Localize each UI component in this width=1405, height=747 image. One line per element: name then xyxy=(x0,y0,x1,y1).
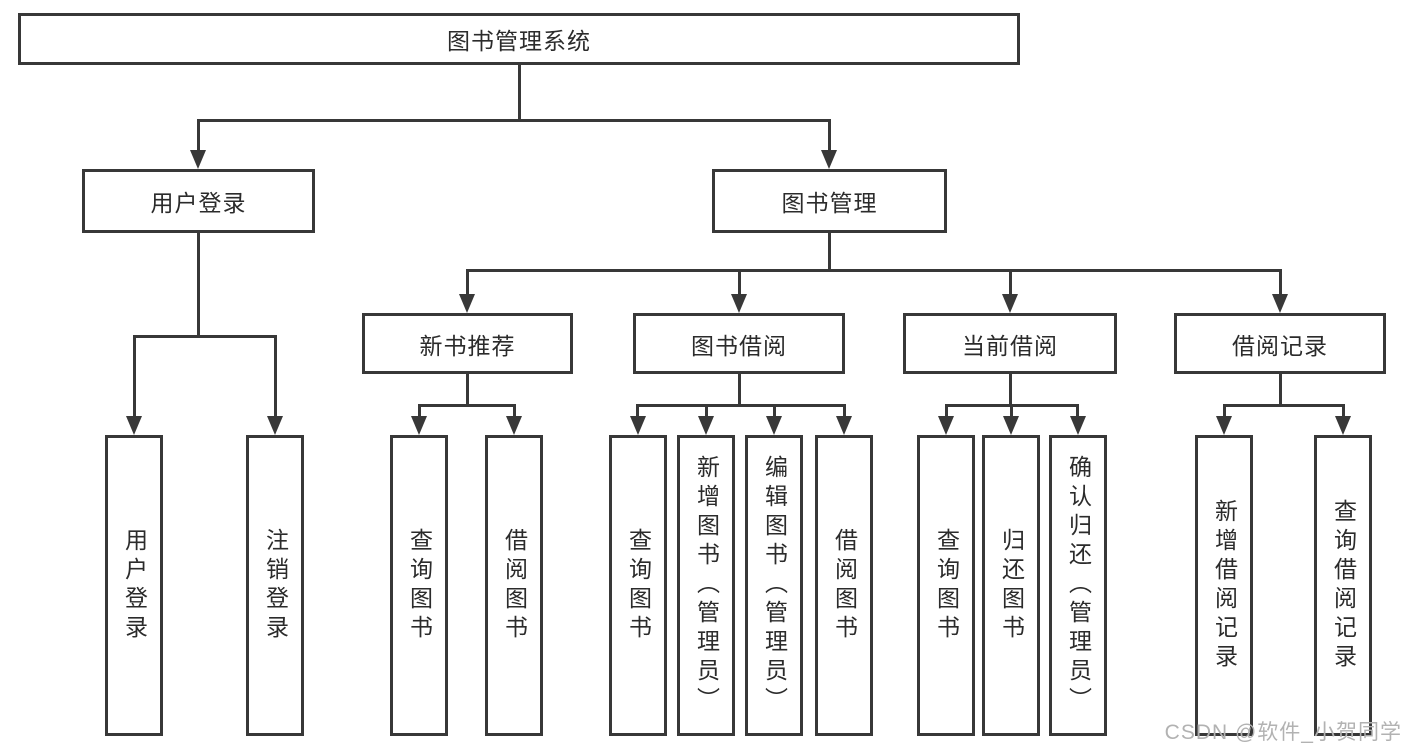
connector-root-stem xyxy=(518,65,521,119)
arrow-down-icon xyxy=(821,150,837,169)
arrow-down-icon xyxy=(731,294,747,313)
arrow-down-icon xyxy=(1002,294,1018,313)
leaf-user-login: 用户登录 xyxy=(105,435,163,736)
leaf-borrow-books-label: 借阅图书 xyxy=(831,527,858,644)
leaf-current-query-books-label: 查询图书 xyxy=(933,527,960,644)
leaf-recommend-borrow-books: 借阅图书 xyxy=(485,435,543,736)
leaf-add-books-admin-label: 新增图书（管理员） xyxy=(693,455,720,716)
connector-current-borrow-drop-1 xyxy=(945,404,948,417)
leaf-recommend-query-books-label: 查询图书 xyxy=(406,527,433,644)
leaf-borrow-query-books: 查询图书 xyxy=(609,435,667,736)
node-new-book-recommend-label: 新书推荐 xyxy=(419,332,516,359)
node-book-management-label: 图书管理 xyxy=(781,190,878,216)
connector-book-management-drop-2 xyxy=(738,269,741,295)
leaf-logout: 注销登录 xyxy=(246,435,304,736)
connector-root-bus xyxy=(197,119,831,122)
node-book-borrow: 图书借阅 xyxy=(633,313,845,374)
connector-root-drop-left xyxy=(197,119,200,151)
leaf-current-query-books: 查询图书 xyxy=(917,435,975,736)
arrow-down-icon xyxy=(698,416,714,435)
arrow-down-icon xyxy=(1272,294,1288,313)
connector-root-drop-right xyxy=(828,119,831,151)
arrow-down-icon xyxy=(459,294,475,313)
connector-user-login-drop-1 xyxy=(133,335,136,417)
arrow-down-icon xyxy=(1003,416,1019,435)
arrow-down-icon xyxy=(1070,416,1086,435)
connector-user-login-bus xyxy=(133,335,277,338)
connector-borrow-records-drop-1 xyxy=(1223,404,1226,417)
node-book-borrow-label: 图书借阅 xyxy=(691,332,787,359)
leaf-recommend-query-books: 查询图书 xyxy=(390,435,448,736)
connector-new-book-recommend-drop-1 xyxy=(418,404,421,417)
node-user-login: 用户登录 xyxy=(82,169,315,233)
leaf-logout-label: 注销登录 xyxy=(262,527,289,644)
connector-current-borrow-drop-2 xyxy=(1010,404,1013,417)
connector-book-borrow-drop-3 xyxy=(773,404,776,417)
connector-current-borrow-drop-3 xyxy=(1076,404,1079,417)
leaf-borrow-query-books-label: 查询图书 xyxy=(625,527,652,644)
leaf-add-borrow-record-label: 新增借阅记录 xyxy=(1211,498,1238,673)
connector-book-borrow-stem xyxy=(738,374,741,405)
arrow-down-icon xyxy=(1335,416,1351,435)
node-user-login-label: 用户登录 xyxy=(150,190,247,216)
arrow-down-icon xyxy=(1216,416,1232,435)
node-root-label: 图书管理系统 xyxy=(447,28,591,54)
connector-borrow-records-stem xyxy=(1279,374,1282,405)
leaf-return-books: 归还图书 xyxy=(982,435,1040,736)
arrow-down-icon xyxy=(126,416,142,435)
connector-new-book-recommend-drop-2 xyxy=(513,404,516,417)
arrow-down-icon xyxy=(506,416,522,435)
connector-borrow-records-bus xyxy=(1223,404,1344,407)
connector-user-login-stem xyxy=(197,233,200,335)
node-root: 图书管理系统 xyxy=(18,13,1020,65)
node-borrow-records-label: 借阅记录 xyxy=(1232,332,1328,359)
arrow-down-icon xyxy=(766,416,782,435)
node-book-management: 图书管理 xyxy=(712,169,947,233)
connector-book-management-drop-3 xyxy=(1009,269,1012,295)
leaf-user-login-label: 用户登录 xyxy=(121,527,148,644)
leaf-recommend-borrow-books-label: 借阅图书 xyxy=(501,527,528,644)
connector-book-borrow-drop-4 xyxy=(843,404,846,417)
arrow-down-icon xyxy=(630,416,646,435)
connector-book-management-drop-1 xyxy=(466,269,469,295)
node-borrow-records: 借阅记录 xyxy=(1174,313,1386,374)
node-new-book-recommend: 新书推荐 xyxy=(362,313,573,374)
connector-borrow-records-drop-2 xyxy=(1342,404,1345,417)
arrow-down-icon xyxy=(938,416,954,435)
connector-book-management-bus xyxy=(466,269,1282,272)
node-current-borrow-label: 当前借阅 xyxy=(962,332,1058,359)
connector-new-book-recommend-bus xyxy=(418,404,516,407)
connector-book-management-stem xyxy=(828,233,831,271)
connector-new-book-recommend-stem xyxy=(466,374,469,405)
leaf-edit-books-admin: 编辑图书（管理员） xyxy=(745,435,803,736)
node-current-borrow: 当前借阅 xyxy=(903,313,1117,374)
leaf-query-borrow-record-label: 查询借阅记录 xyxy=(1330,498,1357,673)
arrow-down-icon xyxy=(836,416,852,435)
leaf-return-books-label: 归还图书 xyxy=(998,527,1025,644)
connector-book-borrow-drop-2 xyxy=(705,404,708,417)
leaf-add-borrow-record: 新增借阅记录 xyxy=(1195,435,1253,736)
leaf-add-books-admin: 新增图书（管理员） xyxy=(677,435,735,736)
connector-user-login-drop-2 xyxy=(274,335,277,417)
watermark: CSDN @软件_小贺同学 xyxy=(1164,721,1402,744)
arrow-down-icon xyxy=(190,150,206,169)
connector-book-borrow-bus xyxy=(636,404,846,407)
leaf-edit-books-admin-label: 编辑图书（管理员） xyxy=(761,455,788,716)
connector-book-borrow-drop-1 xyxy=(636,404,639,417)
connector-current-borrow-stem xyxy=(1009,374,1012,405)
leaf-confirm-return-admin-label: 确认归还（管理员） xyxy=(1065,455,1092,716)
leaf-query-borrow-record: 查询借阅记录 xyxy=(1314,435,1372,736)
leaf-borrow-books: 借阅图书 xyxy=(815,435,873,736)
connector-book-management-drop-4 xyxy=(1279,269,1282,295)
arrow-down-icon xyxy=(411,416,427,435)
leaf-confirm-return-admin: 确认归还（管理员） xyxy=(1049,435,1107,736)
arrow-down-icon xyxy=(267,416,283,435)
